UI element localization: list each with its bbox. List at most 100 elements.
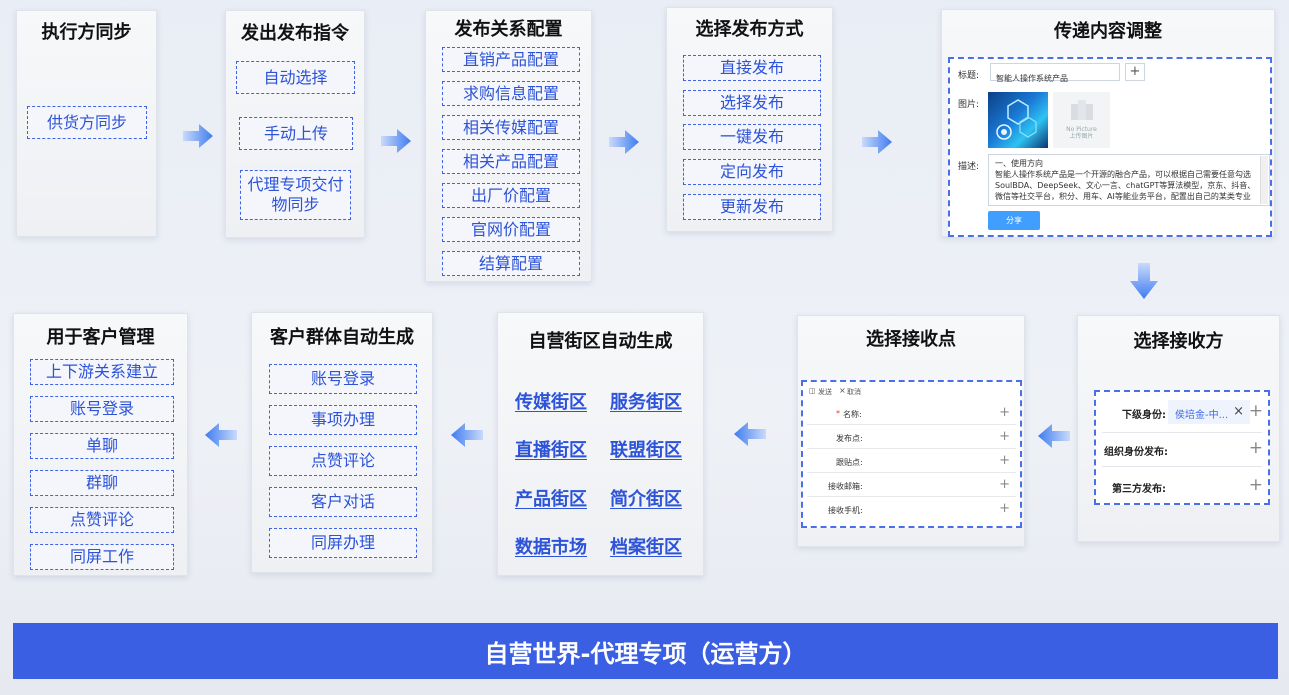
add-icon[interactable]: + bbox=[1248, 401, 1263, 421]
step-box: 点赞评论 bbox=[269, 446, 417, 476]
add-icon[interactable]: + bbox=[999, 501, 1010, 516]
arrow-left-icon bbox=[451, 423, 483, 447]
textarea-scrollbar[interactable] bbox=[1260, 156, 1268, 204]
step-box: 选择发布 bbox=[683, 90, 821, 116]
divider bbox=[1102, 466, 1262, 467]
arrow-down-icon bbox=[1130, 263, 1158, 299]
add-icon[interactable]: + bbox=[999, 405, 1010, 420]
arrow-left-icon bbox=[205, 423, 237, 447]
step-box: 出厂价配置 bbox=[442, 183, 580, 208]
block-link-product[interactable]: 产品街区 bbox=[515, 489, 587, 510]
tag-text: 侯培金-中... bbox=[1175, 410, 1229, 421]
field-label: 发布点: bbox=[836, 434, 863, 443]
field-label: 跟贴点: bbox=[836, 458, 863, 467]
arrow-right-icon bbox=[381, 129, 411, 153]
content-form: 标题: 智能人操作系统产品 + 图片: No Picture 上传图片 描述: bbox=[948, 57, 1272, 237]
description-line: 一、使用方向 bbox=[995, 159, 1043, 168]
add-icon[interactable]: + bbox=[1248, 438, 1263, 458]
panel-receiver: 选择接收方 下级身份: 侯培金-中... × + 组织身份发布: + 第三方发布… bbox=[1077, 315, 1280, 542]
add-icon[interactable]: + bbox=[999, 429, 1010, 444]
product-image[interactable] bbox=[988, 92, 1048, 148]
panel-exec-sync: 执行方同步 供货方同步 bbox=[16, 10, 157, 237]
panel-title: 传递内容调整 bbox=[1054, 21, 1162, 42]
step-box: 上下游关系建立 bbox=[30, 359, 174, 385]
step-box: 直销产品配置 bbox=[442, 47, 580, 72]
panel-title: 选择接收方 bbox=[1133, 331, 1224, 352]
title-label: 标题: bbox=[958, 71, 980, 81]
description-line: 智能人操作系统产品是一个开源的融合产品，可以根据自己需要任意勾选 bbox=[995, 170, 1251, 179]
receiver-form: 下级身份: 侯培金-中... × + 组织身份发布: + 第三方发布: + bbox=[1094, 390, 1270, 505]
arrow-right-icon bbox=[609, 130, 639, 154]
step-box: 官网价配置 bbox=[442, 217, 580, 242]
panel-title: 选择接收点 bbox=[866, 329, 956, 350]
block-link-archive[interactable]: 档案街区 bbox=[610, 537, 682, 558]
plus-icon: + bbox=[1129, 64, 1141, 79]
panel-title: 自营街区自动生成 bbox=[528, 331, 673, 352]
panel-relation-config: 发布关系配置 直销产品配置 求购信息配置 相关传媒配置 相关产品配置 出厂价配置… bbox=[425, 10, 592, 282]
step-box: 同屏办理 bbox=[269, 528, 417, 558]
step-box: 直接发布 bbox=[683, 55, 821, 81]
step-box: 点赞评论 bbox=[30, 507, 174, 533]
arrow-left-icon bbox=[734, 422, 766, 446]
step-box: 自动选择 bbox=[236, 61, 355, 94]
panel-publish-mode: 选择发布方式 直接发布 选择发布 一键发布 定向发布 更新发布 bbox=[666, 7, 833, 232]
panel-title: 客户群体自动生成 bbox=[270, 327, 414, 348]
panel-title: 执行方同步 bbox=[41, 22, 132, 43]
placeholder-text: No Picture bbox=[1066, 126, 1097, 133]
add-icon[interactable]: + bbox=[1248, 475, 1263, 495]
panel-content-adjust: 传递内容调整 标题: 智能人操作系统产品 + 图片: No Picture 上传… bbox=[941, 9, 1275, 237]
description-line: SoulBDA、DeepSeek、文心一言、chatGPT等算法模型，京东、抖音… bbox=[995, 181, 1256, 190]
add-button[interactable]: + bbox=[1125, 63, 1145, 81]
panel-publish-command: 发出发布指令 自动选择 手动上传 代理专项交付物同步 bbox=[225, 10, 365, 238]
panel-receive-point: 选择接收点 ◫ 发送 × 取消 * 名称: + 发布点: + 跟贴点: + 接收… bbox=[797, 315, 1025, 547]
send-button[interactable]: 发送 bbox=[818, 388, 832, 396]
step-box: 事项办理 bbox=[269, 405, 417, 435]
row-label: 第三方发布: bbox=[1112, 484, 1166, 495]
panel-title: 用于客户管理 bbox=[46, 327, 155, 348]
panel-group-generate: 客户群体自动生成 账号登录 事项办理 点赞评论 客户对话 同屏办理 bbox=[251, 312, 433, 573]
step-box: 手动上传 bbox=[239, 117, 353, 150]
block-link-data-market[interactable]: 数据市场 bbox=[515, 537, 587, 558]
block-link-alliance[interactable]: 联盟街区 bbox=[610, 440, 682, 461]
required-mark: * bbox=[836, 409, 840, 418]
block-link-service[interactable]: 服务街区 bbox=[610, 392, 682, 413]
description-textarea[interactable]: 一、使用方向 智能人操作系统产品是一个开源的融合产品，可以根据自己需要任意勾选 … bbox=[988, 154, 1270, 206]
step-box: 供货方同步 bbox=[27, 106, 147, 139]
share-button[interactable]: 分享 bbox=[988, 211, 1040, 230]
step-box: 账号登录 bbox=[30, 396, 174, 422]
receiver-tag[interactable]: 侯培金-中... × bbox=[1168, 400, 1250, 424]
step-box: 账号登录 bbox=[269, 364, 417, 394]
title-input-value: 智能人操作系统产品 bbox=[996, 74, 1068, 83]
block-link-media[interactable]: 传媒街区 bbox=[515, 392, 587, 413]
arrow-left-icon bbox=[1038, 424, 1070, 448]
title-input[interactable]: 智能人操作系统产品 bbox=[990, 63, 1120, 83]
panel-title: 选择发布方式 bbox=[695, 19, 804, 40]
panel-block-generate: 自营街区自动生成 传媒街区 服务街区 直播街区 联盟街区 产品街区 简介街区 数… bbox=[497, 312, 704, 576]
divider bbox=[807, 496, 1016, 497]
row-label: 组织身份发布: bbox=[1104, 447, 1168, 458]
image-upload-placeholder[interactable]: No Picture 上传图片 bbox=[1053, 92, 1110, 148]
block-link-intro[interactable]: 简介街区 bbox=[610, 489, 682, 510]
cancel-icon[interactable]: × bbox=[839, 386, 846, 395]
step-box: 结算配置 bbox=[442, 251, 580, 276]
panel-title: 发布关系配置 bbox=[454, 19, 563, 40]
step-box: 代理专项交付物同步 bbox=[240, 170, 351, 220]
close-icon[interactable]: × bbox=[1233, 404, 1244, 419]
upload-text: 上传图片 bbox=[1069, 133, 1094, 141]
step-box: 群聊 bbox=[30, 470, 174, 496]
send-icon[interactable]: ◫ bbox=[809, 387, 816, 395]
add-icon[interactable]: + bbox=[999, 453, 1010, 468]
step-box: 单聊 bbox=[30, 433, 174, 459]
step-box: 客户对话 bbox=[269, 487, 417, 517]
arrow-right-icon bbox=[183, 124, 213, 148]
cancel-button[interactable]: 取消 bbox=[847, 388, 861, 396]
block-link-live[interactable]: 直播街区 bbox=[515, 440, 587, 461]
tech-hexagon-icon bbox=[996, 99, 1037, 140]
field-label: 名称: bbox=[843, 410, 862, 419]
field-label: 接收手机: bbox=[828, 506, 863, 515]
add-icon[interactable]: + bbox=[999, 477, 1010, 492]
step-box: 同屏工作 bbox=[30, 544, 174, 570]
description-line: 微信等社交平台，积分、用车、AI等能业务平台，配置出自己的某类专业 bbox=[995, 192, 1251, 201]
description-label: 描述: bbox=[958, 162, 980, 172]
step-box: 一键发布 bbox=[683, 124, 821, 150]
